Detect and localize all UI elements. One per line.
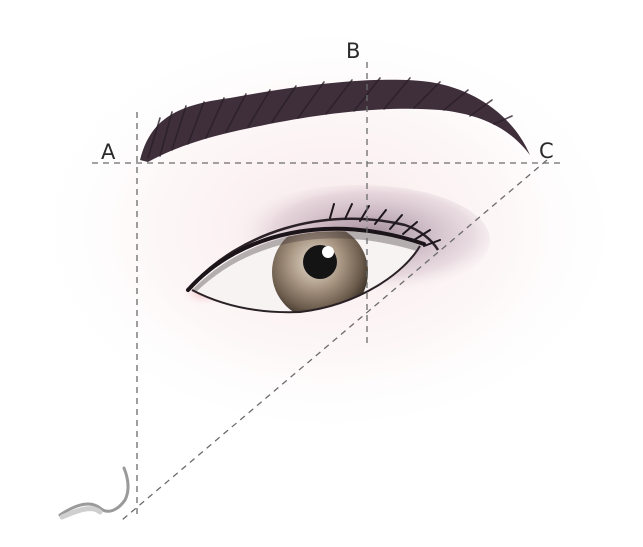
upper-lash-line: [186, 226, 426, 292]
nose-shading: [59, 506, 103, 520]
point-label-a: A: [101, 140, 116, 164]
point-label-c: C: [539, 139, 554, 163]
point-label-b: B: [346, 39, 360, 63]
eyebrow: [140, 77, 530, 162]
eye: [186, 203, 441, 314]
nose-outline: [58, 466, 130, 517]
eye-highlight: [322, 246, 334, 258]
lower-lid: [191, 245, 421, 314]
diagonal-guide-line-c: [121, 159, 548, 521]
guide-lines: [92, 62, 560, 521]
